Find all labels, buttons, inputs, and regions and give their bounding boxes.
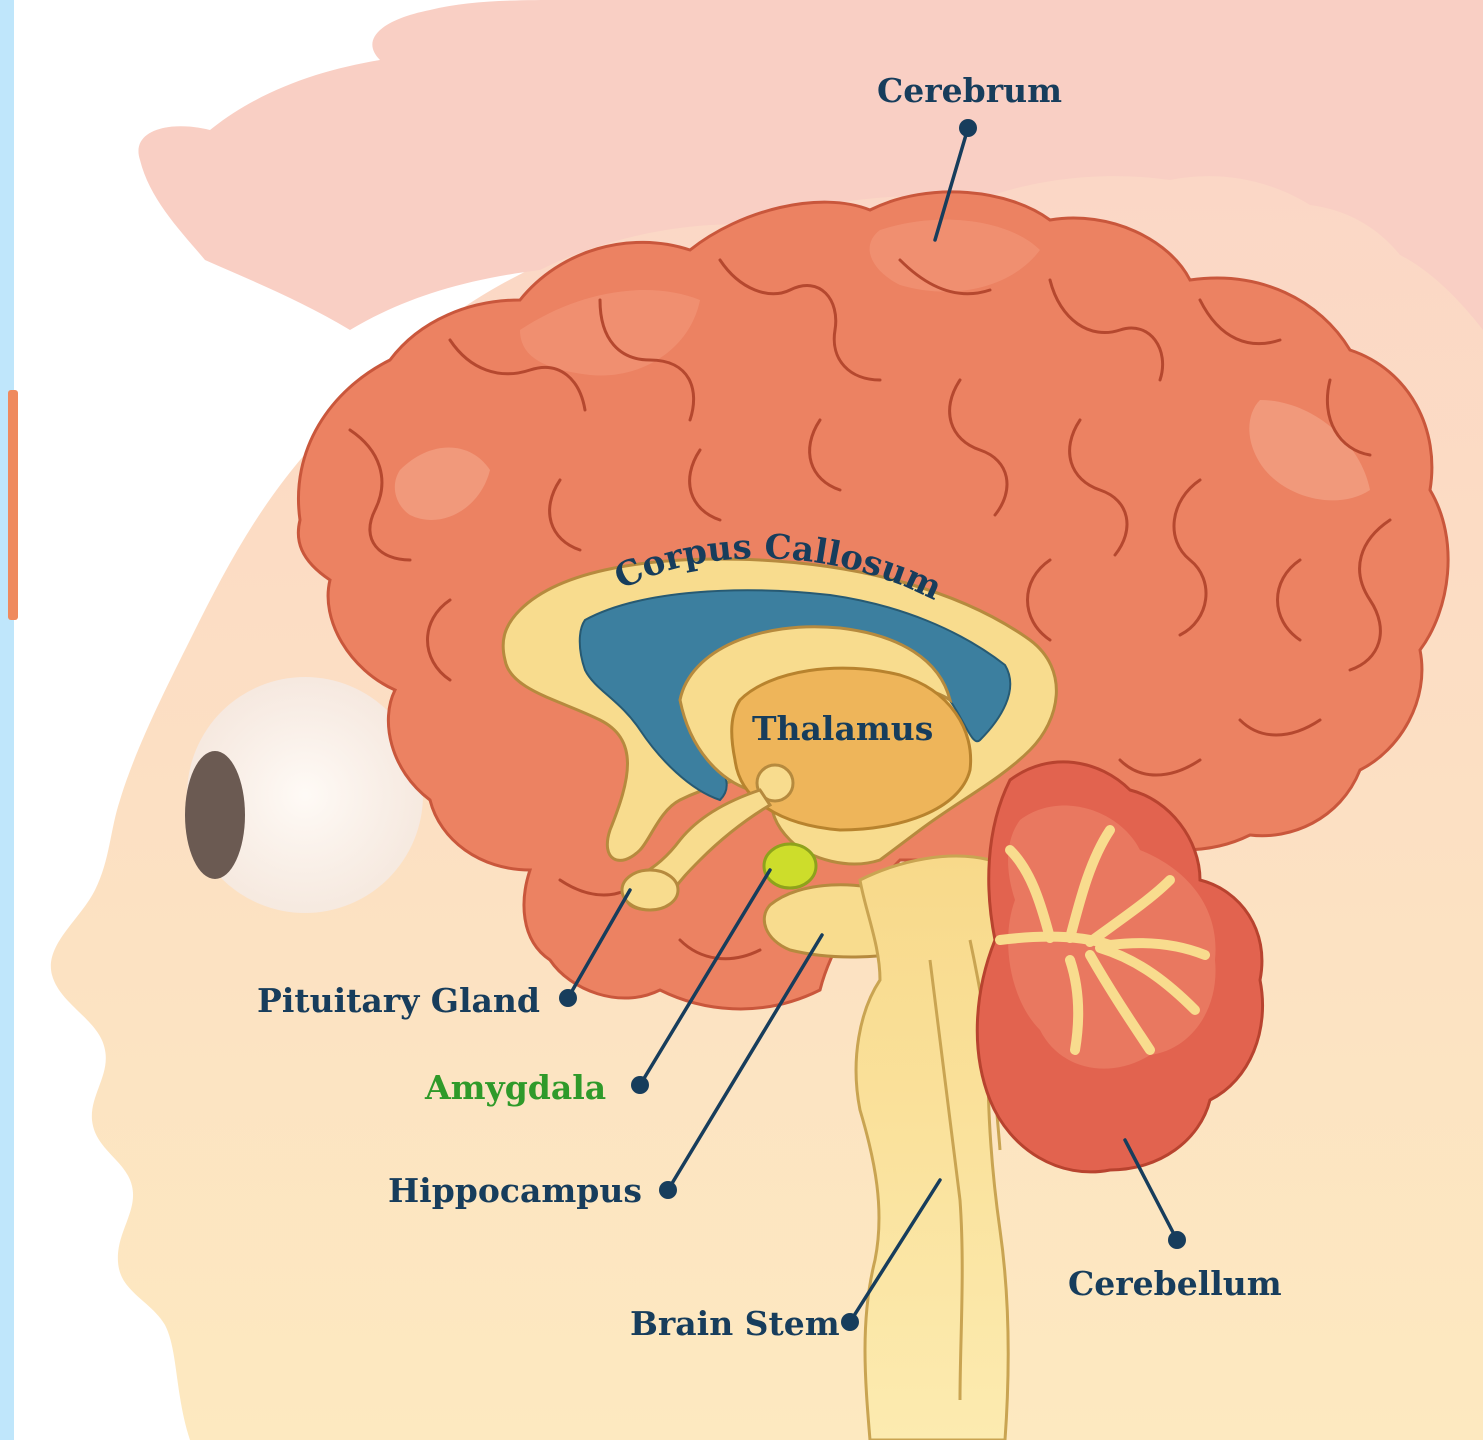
amygdala xyxy=(764,844,816,888)
left-border xyxy=(0,0,14,1440)
label-cerebellum: Cerebellum xyxy=(1068,1264,1282,1303)
pupil xyxy=(185,751,245,879)
edge-accent xyxy=(8,390,18,620)
label-pituitary-gland: Pituitary Gland xyxy=(257,981,540,1020)
label-brain-stem: Brain Stem xyxy=(630,1304,840,1343)
label-amygdala: Amygdala xyxy=(424,1068,606,1107)
brain-stem-shape xyxy=(856,856,1008,1440)
label-thalamus: Thalamus xyxy=(752,709,933,748)
label-cerebrum: Cerebrum xyxy=(877,71,1062,110)
label-hippocampus: Hippocampus xyxy=(388,1171,642,1210)
